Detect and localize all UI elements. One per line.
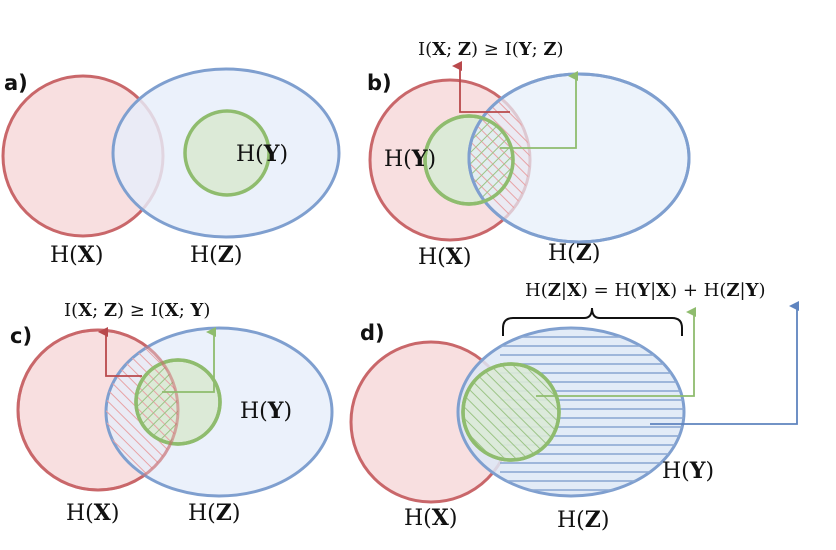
panel-b-inequality: I(X; Z) ≥ I(Y; Z) <box>418 39 564 60</box>
panel-b-green-arrow <box>500 71 578 149</box>
panel-a-hz-label: H(Z) <box>190 242 242 268</box>
panel-c: c) I(X; Z) ≥ I(X; Y) H(Y) H(X) H(Z) <box>10 300 334 526</box>
panel-c-inequality: I(X; Z) ≥ I(X; Y) <box>64 300 210 321</box>
panel-b-hz-label: H(Z) <box>548 240 600 266</box>
panel-d-brace <box>502 307 683 336</box>
panel-c-xz-hatch <box>106 330 178 490</box>
panel-a: a) H(X) H(Z) H(Y) <box>1 67 341 268</box>
panel-d-y-hatch <box>463 364 559 460</box>
panel-c-hy-label: H(Y) <box>240 398 292 424</box>
panel-a-label: a) <box>4 71 28 95</box>
panel-d: d) H(Z|X) = H(Y|X) + H(Z|Y) H(Y) H(X) H(… <box>349 280 799 533</box>
panel-c-green-arrow <box>162 327 216 393</box>
panel-d-green-arrow <box>536 307 696 397</box>
panel-a-hy-label: H(Y) <box>236 141 288 167</box>
panel-d-blue-arrow <box>650 301 799 425</box>
panel-c-hz-label: H(Z) <box>188 500 240 526</box>
panel-d-hx-label: H(X) <box>404 505 457 531</box>
panel-c-label: c) <box>10 324 32 348</box>
panel-c-hx-label: H(X) <box>66 500 119 526</box>
panel-c-red-arrow <box>98 327 142 377</box>
panel-d-equation: H(Z|X) = H(Y|X) + H(Z|Y) <box>525 280 766 301</box>
panel-d-label: d) <box>360 321 385 345</box>
panel-b: b) I(X; Z) ≥ I(Y; Z) H(Y) H(X) H(Z) <box>367 39 691 270</box>
panel-b-label: b) <box>367 71 392 95</box>
panel-b-red-arrow <box>452 61 510 113</box>
panel-d-hy-label: H(Y) <box>662 458 714 484</box>
panel-a-hx-label: H(X) <box>50 242 103 268</box>
panel-a-hy-circle <box>183 109 271 197</box>
panel-d-hz-label: H(Z) <box>557 507 609 533</box>
panel-b-hx-label: H(X) <box>418 244 471 270</box>
panel-b-hy-label: H(Y) <box>384 146 436 172</box>
